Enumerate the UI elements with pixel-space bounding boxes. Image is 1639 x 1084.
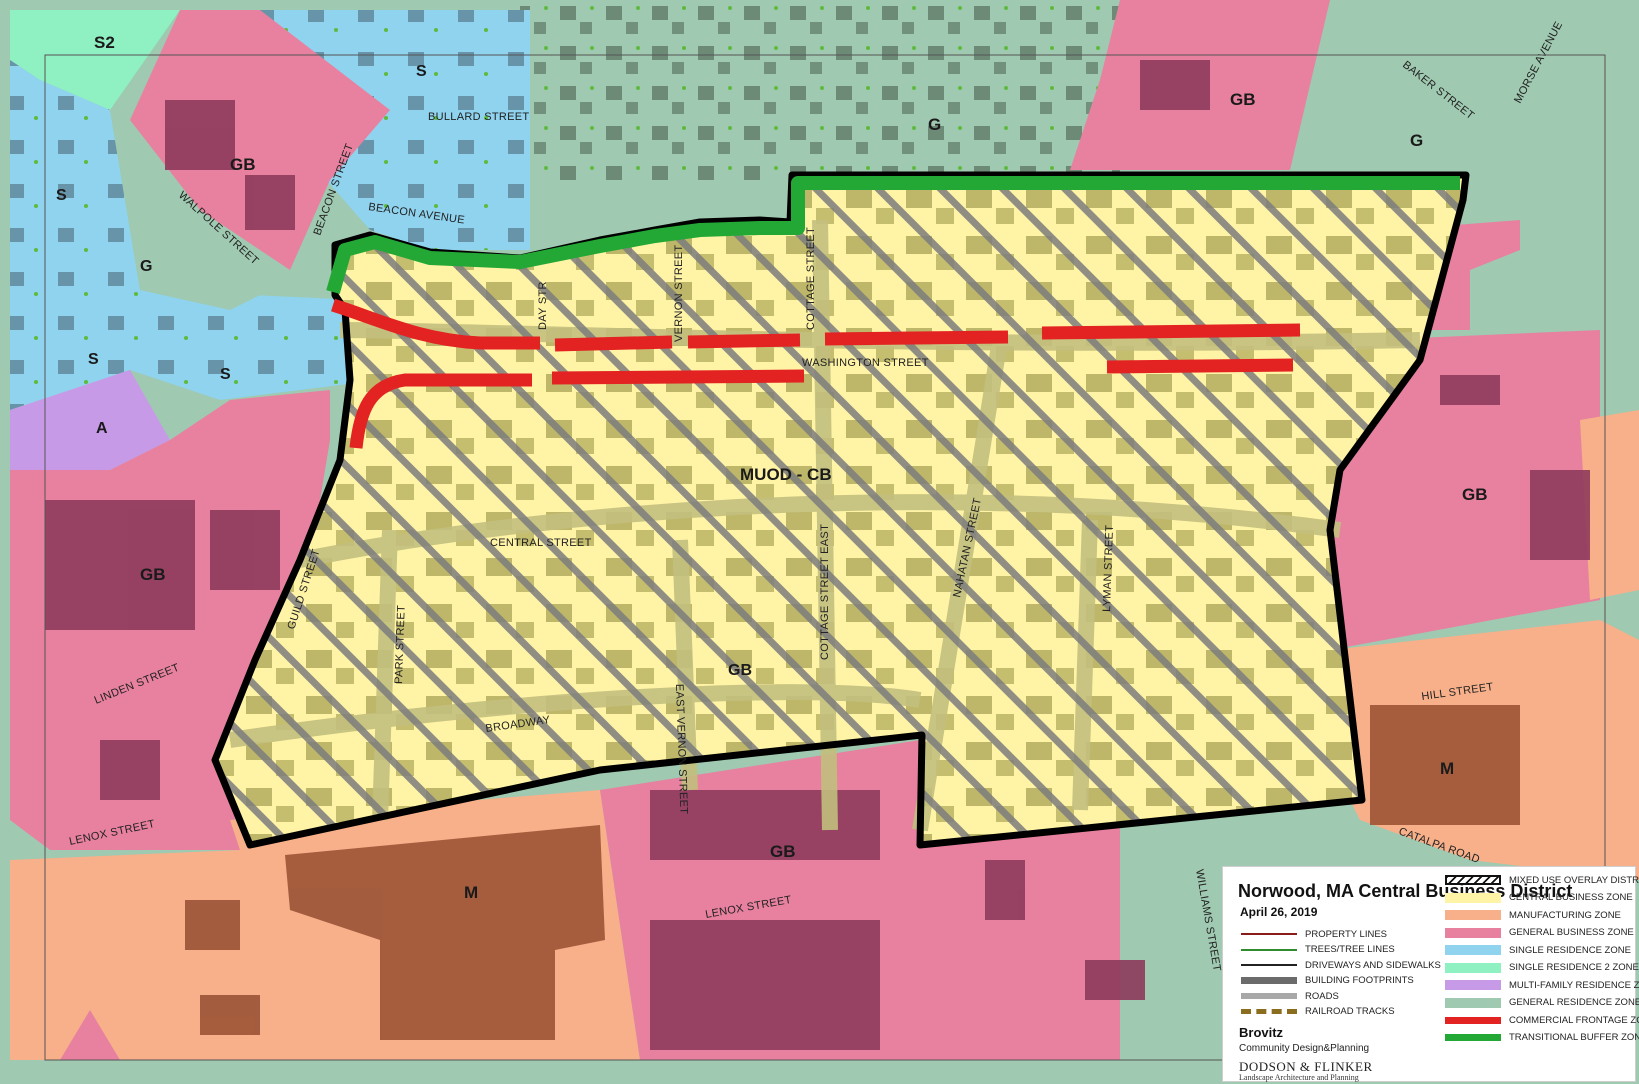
street-label-central: CENTRAL STREET (490, 537, 592, 549)
single-residence-zone-west-pattern (10, 60, 380, 410)
zone-label-gb-east: GB (1462, 485, 1488, 504)
commercial-frontage-zone (331, 298, 1301, 449)
legend-zone-label: GENERAL BUSINESS ZONE (1509, 927, 1634, 938)
legend-zone-label: SINGLE RESIDENCE 2 ZONE (1509, 962, 1639, 973)
legend-zone-item: SINGLE RESIDENCE 2 ZONE (1445, 961, 1639, 975)
legend-zone-swatch (1445, 962, 1501, 973)
zone-label-s-north: S (416, 63, 427, 80)
general-business-zone-se (920, 820, 1120, 1060)
zone-label-s2: S2 (94, 33, 115, 52)
transitional-buffer-zone (326, 176, 1460, 294)
legend-zone-label: COMMERCIAL FRONTAGE ZONE (1509, 1014, 1639, 1026)
zone-label-g-ne: G (1410, 131, 1423, 150)
general-business-zone-sw-corner (60, 1010, 120, 1060)
general-residence-north-zone (520, 0, 1120, 180)
firm-brovitz: Brovitz (1239, 1025, 1284, 1040)
street-label-park: PARK STREET (393, 605, 408, 684)
legend-line-item: RAILROAD TRACKS (1241, 1005, 1395, 1019)
street-label-bullard: BULLARD STREET (428, 111, 529, 123)
legend-zone-item: MULTI-FAMILY RESIDENCE ZONE (1445, 978, 1639, 992)
street-label-washington: WASHINGTON STREET (802, 357, 929, 369)
building-footprints (45, 60, 1590, 1050)
zone-label-m-south: M (464, 883, 478, 902)
legend-zone-swatch (1445, 927, 1501, 938)
legend-line-swatch (1241, 933, 1297, 935)
zone-label-s-sw: S (88, 351, 99, 368)
legend-line-swatch (1241, 977, 1297, 984)
legend-zone-swatch (1445, 875, 1501, 885)
zone-label-muod-cb: MUOD - CB (740, 465, 832, 484)
legend-line-swatch (1241, 964, 1297, 966)
legend-zone-item: GENERAL RESIDENCE ZONE (1445, 996, 1639, 1010)
street-label-vernon: VERNON STREET (673, 245, 685, 342)
legend-zone-item: MIXED USE OVERLAY DISTRICT (1445, 873, 1639, 887)
legend-zone-swatch (1445, 1016, 1501, 1024)
legend-line-swatch (1241, 1009, 1297, 1014)
legend-date: April 26, 2019 (1240, 905, 1318, 919)
legend-line-item: DRIVEWAYS AND SIDEWALKS (1241, 958, 1441, 972)
legend-line-label: BUILDING FOOTPRINTS (1305, 975, 1414, 986)
zone-label-gb-center: GB (728, 662, 752, 679)
legend-line-item: BUILDING FOOTPRINTS (1241, 974, 1414, 988)
zone-label-g-west: G (140, 258, 152, 275)
legend-zone-swatch (1445, 1034, 1501, 1041)
legend-zone-item: MANUFACTURING ZONE (1445, 908, 1621, 922)
legend-line-item: TREES/TREE LINES (1241, 943, 1395, 957)
manufacturing-footprints (185, 705, 1520, 1040)
legend-zone-label: TRANSITIONAL BUFFER ZONE (1509, 1032, 1639, 1043)
legend-zone-swatch (1445, 892, 1501, 903)
zone-label-gb-west: GB (140, 565, 166, 584)
legend-zone-item: GENERAL BUSINESS ZONE (1445, 926, 1634, 940)
general-business-zone-nw (130, 10, 390, 270)
single-residence-2-zone (10, 10, 180, 110)
manufacturing-zone-east-strip (1580, 410, 1639, 600)
map-legend: Norwood, MA Central Business District Ap… (1222, 866, 1639, 1082)
mixed-use-overlay-district (211, 171, 1470, 849)
firm-brovitz-subtitle: Community Design&Planning (1239, 1043, 1370, 1054)
legend-line-item: ROADS (1241, 989, 1339, 1003)
zone-label-gb-south: GB (770, 842, 796, 861)
legend-zone-swatch (1445, 997, 1501, 1008)
legend-line-label: RAILROAD TRACKS (1305, 1006, 1395, 1017)
legend-zone-label: SINGLE RESIDENCE ZONE (1509, 944, 1631, 956)
map-frame (44, 54, 1606, 1061)
zone-label-s-west: S (56, 187, 67, 204)
legend-line-item: PROPERTY LINES (1241, 927, 1387, 941)
street-label-cottage: COTTAGE STREET (805, 227, 817, 330)
zone-label-s-center: S (220, 366, 231, 383)
multi-family-residence-zone (10, 370, 170, 470)
legend-zone-item: SINGLE RESIDENCE ZONE (1445, 943, 1631, 957)
legend-zone-swatch (1445, 980, 1501, 990)
zone-label-a: A (96, 420, 108, 437)
legend-zone-label: CENTRAL BUSINESS ZONE (1509, 892, 1633, 903)
legend-zone-swatch (1445, 945, 1501, 955)
legend-zone-label: MIXED USE OVERLAY DISTRICT (1509, 874, 1639, 886)
legend-line-label: DRIVEWAYS AND SIDEWALKS (1305, 959, 1441, 971)
legend-line-swatch (1241, 948, 1297, 951)
legend-line-label: TREES/TREE LINES (1305, 944, 1395, 955)
legend-line-label: ROADS (1305, 990, 1339, 1002)
legend-line-swatch (1241, 993, 1297, 999)
street-label-cottage-east: COTTAGE STREET EAST (819, 524, 831, 660)
legend-zone-label: MANUFACTURING ZONE (1509, 909, 1621, 921)
street-label-day: DAY STR (537, 281, 549, 330)
legend-line-label: PROPERTY LINES (1305, 928, 1388, 940)
legend-zone-label: MULTI-FAMILY RESIDENCE ZONE (1509, 979, 1639, 991)
legend-zone-item: COMMERCIAL FRONTAGE ZONE (1445, 1013, 1639, 1027)
legend-zone-item: TRANSITIONAL BUFFER ZONE (1445, 1031, 1639, 1045)
street-label-lyman: LYMAN STREET (1101, 525, 1116, 613)
legend-zone-item: CENTRAL BUSINESS ZONE (1445, 891, 1633, 905)
legend-zone-label: GENERAL RESIDENCE ZONE (1509, 997, 1639, 1008)
zone-label-m-east: M (1440, 759, 1454, 778)
zone-label-gb-ne: GB (1230, 90, 1256, 109)
firm-dodson-flinker-subtitle: Landscape Architecture and Planning (1239, 1073, 1359, 1082)
zone-label-gb-nw: GB (230, 155, 256, 174)
street-label-east-vernon: EAST VERNON STREET (673, 684, 690, 815)
firm-dodson-flinker: DODSON & FLINKER (1239, 1059, 1373, 1074)
zone-label-g-north: G (928, 115, 941, 134)
legend-zone-swatch (1445, 910, 1501, 920)
